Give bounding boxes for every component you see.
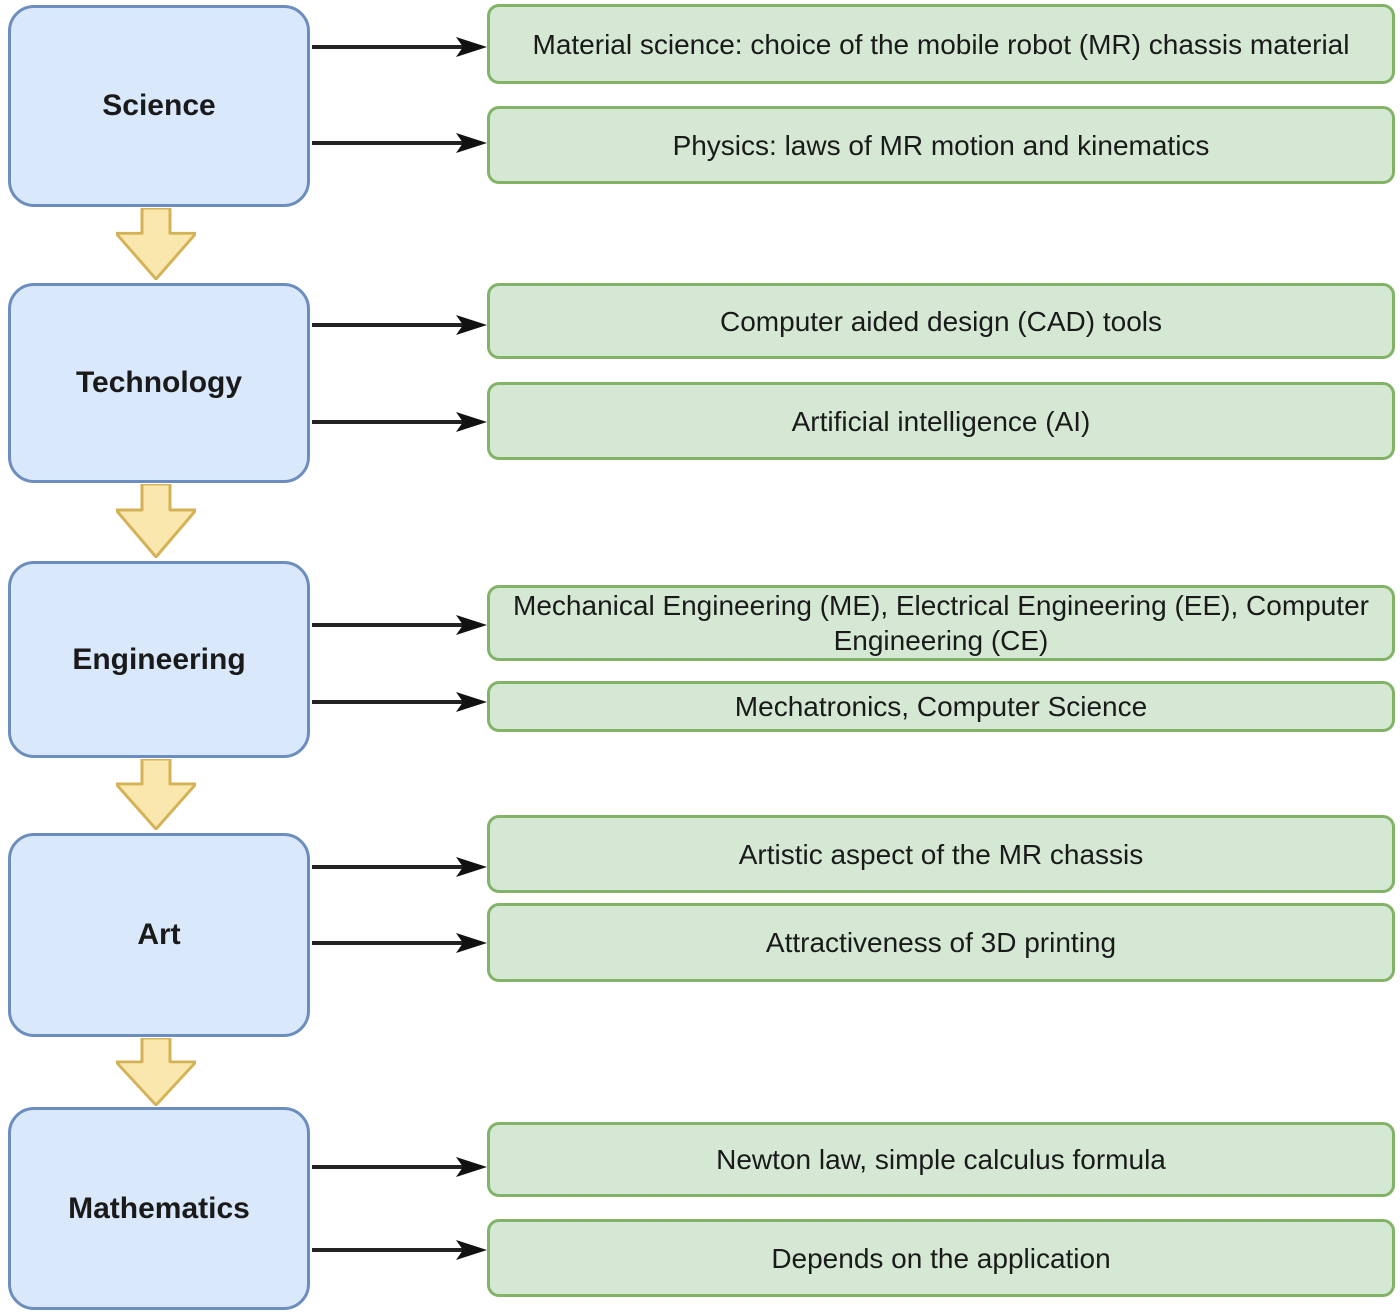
detail-box: Artificial intelligence (AI) — [487, 382, 1395, 460]
detail-box: Mechanical Engineering (ME), Electrical … — [487, 585, 1395, 661]
detail-text: Computer aided design (CAD) tools — [720, 305, 1162, 337]
connector-arrow — [312, 857, 487, 877]
category-box-engineering: Engineering — [8, 561, 310, 758]
detail-text: Mechanical Engineering (ME), Electrical … — [513, 590, 1369, 656]
connector-arrow — [312, 1157, 487, 1177]
detail-text: Material science: choice of the mobile r… — [532, 28, 1350, 60]
down-arrow-icon — [116, 208, 196, 280]
category-box-art: Art — [8, 833, 310, 1037]
category-box-science: Science — [8, 5, 310, 207]
category-label: Mathematics — [68, 1191, 250, 1225]
detail-box: Mechatronics, Computer Science — [487, 681, 1395, 732]
detail-text: Mechatronics, Computer Science — [734, 691, 1148, 722]
detail-box: Artistic aspect of the MR chassis — [487, 815, 1395, 893]
detail-text: Artistic aspect of the MR chassis — [738, 838, 1144, 870]
category-box-mathematics: Mathematics — [8, 1107, 310, 1310]
connector-arrow — [312, 37, 487, 57]
detail-box: Newton law, simple calculus formula — [487, 1122, 1395, 1197]
connector-arrow — [312, 615, 487, 635]
detail-box: Depends on the application — [487, 1219, 1395, 1297]
detail-box: Physics: laws of MR motion and kinematic… — [487, 106, 1395, 184]
category-label: Technology — [75, 366, 243, 399]
down-arrow-icon — [116, 1038, 196, 1106]
detail-box: Attractiveness of 3D printing — [487, 903, 1395, 982]
detail-text: Physics: laws of MR motion and kinematic… — [672, 129, 1210, 161]
detail-box: Computer aided design (CAD) tools — [487, 283, 1395, 359]
detail-text: Depends on the application — [771, 1242, 1111, 1274]
detail-text: Attractiveness of 3D printing — [765, 927, 1117, 958]
category-box-technology: Technology — [8, 283, 310, 483]
category-label: Science — [102, 89, 216, 122]
connector-arrow — [312, 133, 487, 153]
detail-text: Newton law, simple calculus formula — [716, 1144, 1166, 1175]
detail-box: Material science: choice of the mobile r… — [487, 4, 1395, 84]
down-arrow-icon — [116, 759, 196, 830]
connector-arrow — [312, 692, 487, 712]
connector-arrow — [312, 933, 487, 953]
category-label: Engineering — [72, 642, 246, 676]
down-arrow-icon — [116, 484, 196, 558]
connector-arrow — [312, 412, 487, 432]
connector-arrow — [312, 315, 487, 335]
detail-text: Artificial intelligence (AI) — [791, 405, 1091, 437]
connector-arrow — [312, 1240, 487, 1260]
category-label: Art — [137, 918, 181, 951]
